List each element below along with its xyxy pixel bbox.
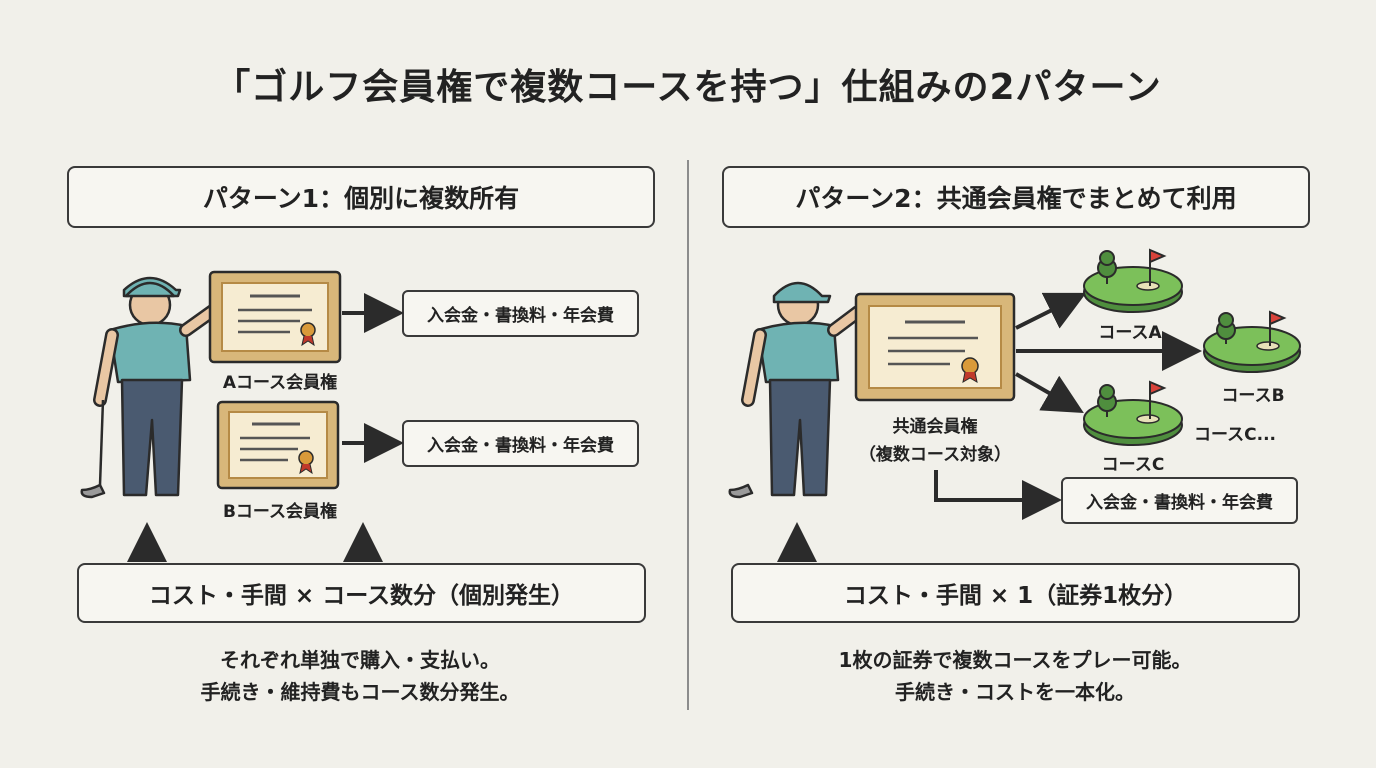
common-fee-box: 入会金・書換料・年会費: [1061, 477, 1298, 524]
pattern1-summary: コスト・手間 × コース数分（個別発生）: [77, 563, 646, 623]
page-title: 「ゴルフ会員権で複数コースを持つ」仕組みの2パターン: [214, 67, 1162, 108]
fee-box-b: 入会金・書換料・年会費: [402, 420, 639, 467]
common-cert-label-line1: 共通会員権: [892, 417, 978, 437]
pattern2-note-line2: 手続き・コストを一本化。: [895, 680, 1135, 704]
center-divider: [687, 160, 689, 710]
arrow-to-course-c: [1015, 372, 1084, 413]
course-c-label: コースC: [1101, 455, 1165, 475]
certificate-icon-a: [208, 270, 342, 364]
arrow-to-course-a: [1015, 292, 1087, 330]
course-a-label: コースA: [1098, 323, 1162, 343]
golfer-icon-right: [728, 281, 865, 499]
course-b-label: コースB: [1221, 386, 1285, 406]
pattern1-heading: パターン1：個別に複数所有: [67, 166, 655, 228]
cert-a-label: Aコース会員権: [222, 373, 338, 393]
pattern2-note-line1: 1枚の証券で複数コースをプレー可能。: [838, 648, 1192, 672]
golf-course-icon-a: [1083, 248, 1183, 313]
cert-b-label: Bコース会員権: [222, 502, 338, 522]
certificate-icon-b: [216, 400, 340, 490]
pattern1-note-line2: 手続き・維持費もコース数分発生。: [200, 680, 520, 704]
common-cert-label-line2: （複数コース対象）: [858, 445, 1012, 465]
golf-course-icon-c: [1083, 380, 1183, 446]
golfer-icon-left: [80, 276, 221, 499]
pattern2-heading: パターン2：共通会員権でまとめて利用: [722, 166, 1310, 228]
pattern1-note-line1: それぞれ単独で購入・支払い。: [220, 648, 500, 672]
fee-box-a: 入会金・書換料・年会費: [402, 290, 639, 337]
arrow-cert-to-fee: [934, 470, 1062, 520]
common-certificate-icon: [854, 292, 1016, 402]
course-more-label: コースC...: [1194, 425, 1276, 445]
pattern2-summary: コスト・手間 × 1（証券1枚分）: [731, 563, 1300, 623]
golf-course-icon-b: [1203, 310, 1301, 373]
